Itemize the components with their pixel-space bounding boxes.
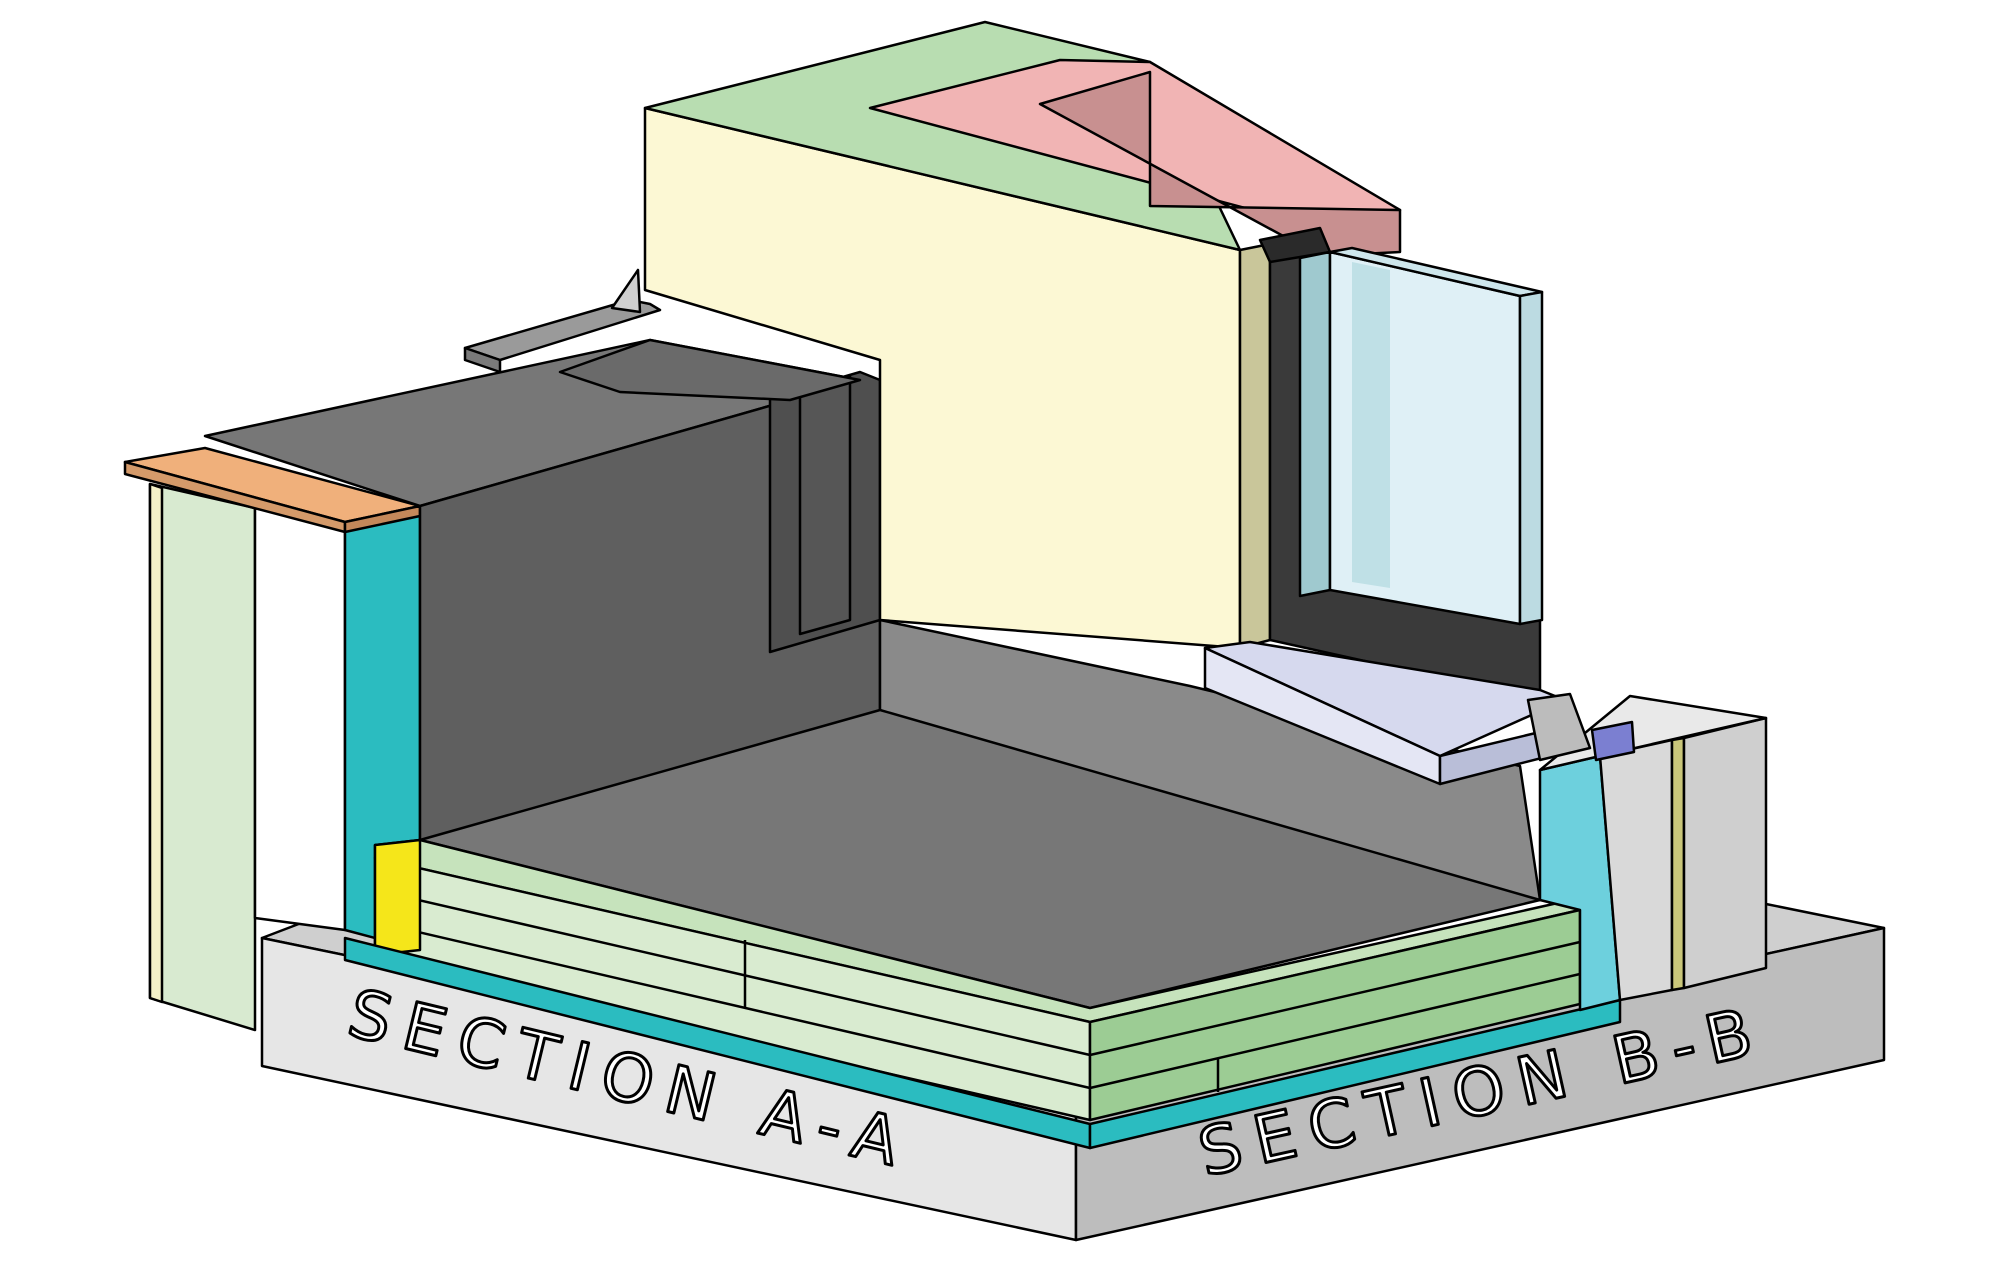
parapet-outer-face xyxy=(148,482,257,1032)
bracket-triangle xyxy=(610,268,642,314)
right-wall-khaki-line xyxy=(1670,736,1686,992)
insulation-seam-right-2 xyxy=(1089,972,1581,1090)
purple-block xyxy=(1590,720,1636,762)
parapet-cavity xyxy=(253,506,347,932)
window-glass-side xyxy=(1298,250,1332,598)
rear-flashing-top xyxy=(558,338,862,402)
window-sill-flashing xyxy=(1526,692,1592,762)
window-glass-inner-tint xyxy=(1352,262,1390,588)
drip-edge-lip xyxy=(463,346,502,374)
right-wall-grey-outer xyxy=(1682,716,1768,990)
insulation-seam-right-1 xyxy=(1089,940,1581,1057)
parapet-edge-strip xyxy=(148,482,164,1004)
upstand-flashing-inner xyxy=(798,374,852,636)
yellow-edge-strip xyxy=(373,838,422,957)
cyan-base-layer-right xyxy=(1088,998,1622,1150)
window-glass-right-edge xyxy=(1518,290,1544,626)
upper-wall-edge-khaki xyxy=(1238,242,1272,650)
insulation-seam-left-2 xyxy=(374,920,1091,1090)
insulation-seam-left-1 xyxy=(374,888,1091,1057)
